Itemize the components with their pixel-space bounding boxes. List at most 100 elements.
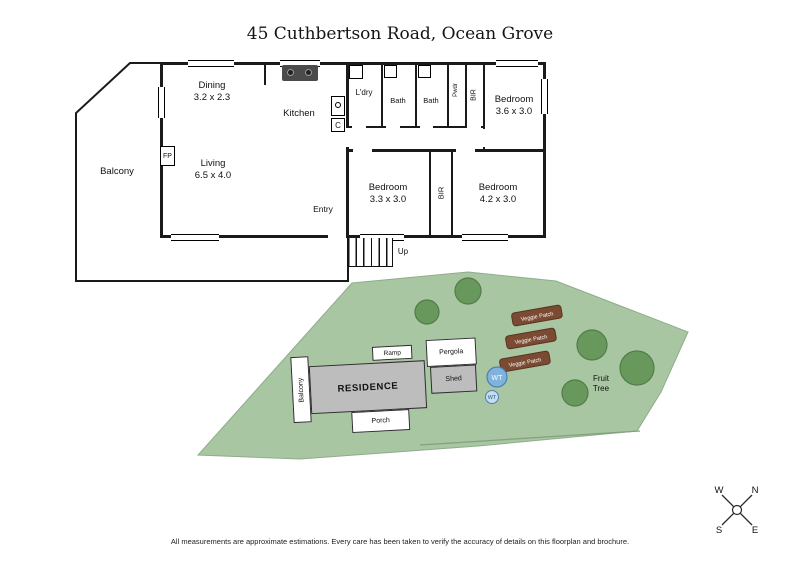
tree-icon bbox=[454, 277, 482, 305]
wall bbox=[346, 65, 349, 235]
water-tank-large-circle bbox=[486, 366, 508, 388]
veggie-patch-bed bbox=[499, 350, 551, 373]
fence-line bbox=[419, 430, 641, 446]
window bbox=[171, 234, 219, 241]
tree-icon bbox=[561, 379, 589, 407]
bedroom1-name: Bedroom bbox=[494, 94, 534, 105]
compass-hub bbox=[731, 504, 743, 516]
wall bbox=[451, 151, 453, 235]
compass-west: W bbox=[715, 485, 724, 496]
water-tank-large: WT bbox=[486, 366, 508, 388]
bedroom2-name: Bedroom bbox=[368, 182, 408, 193]
veggie-patch: Veggie Patch bbox=[505, 327, 557, 350]
dining-dims: 3.2 x 2.3 bbox=[193, 91, 231, 103]
stove-icon bbox=[282, 65, 318, 81]
cupboard-label: C bbox=[335, 120, 341, 130]
page-title: 45 Cuthbertson Road, Ocean Grove bbox=[246, 24, 554, 44]
site-pergola-label: Pergola bbox=[438, 348, 464, 357]
door-opening bbox=[352, 125, 366, 129]
site-porch: Porch bbox=[351, 409, 411, 434]
window bbox=[541, 79, 548, 114]
compass-south: S bbox=[716, 525, 722, 536]
sink-basin-icon bbox=[335, 102, 341, 108]
window bbox=[496, 60, 538, 67]
window bbox=[188, 60, 234, 67]
room-label-bedroom1: Bedroom 3.6 x 3.0 bbox=[495, 94, 534, 118]
shower-icon bbox=[418, 65, 431, 78]
site-porch-label: Porch bbox=[371, 417, 391, 426]
site-ramp: Ramp bbox=[371, 344, 413, 361]
wall bbox=[348, 126, 483, 128]
wall bbox=[381, 65, 383, 126]
stove-burner-icon bbox=[287, 69, 294, 76]
water-tank-small-circle bbox=[485, 390, 499, 404]
bedroom3-name: Bedroom bbox=[478, 182, 518, 193]
veggie-patch-bed bbox=[511, 304, 563, 327]
veggie-patch: Veggie Patch bbox=[511, 304, 563, 327]
site-residence-label: RESIDENCE bbox=[337, 380, 399, 395]
tree-icon bbox=[619, 350, 655, 386]
wall bbox=[429, 151, 431, 235]
room-label-living: Living 6.5 x 4.0 bbox=[195, 158, 231, 182]
compass: N W S E bbox=[715, 485, 759, 536]
site-shed-label: Shed bbox=[445, 375, 462, 384]
room-label-entry: Entry bbox=[313, 204, 333, 214]
veggie-patch-label: Veggie Patch bbox=[514, 334, 548, 346]
entry-door-opening bbox=[328, 234, 346, 242]
wall bbox=[465, 65, 467, 126]
room-label-laundry: L'dry bbox=[355, 88, 373, 97]
room-label-dining: Dining 3.2 x 2.3 bbox=[194, 80, 230, 104]
living-name: Living bbox=[200, 158, 226, 169]
wall bbox=[348, 149, 543, 152]
site-shed: Shed bbox=[429, 364, 478, 394]
door-opening bbox=[467, 125, 481, 129]
kitchen-sink-icon bbox=[331, 96, 345, 116]
veggie-patch-label: Veggie Patch bbox=[508, 357, 542, 369]
water-tank-small-label: WT bbox=[488, 395, 497, 401]
door-opening bbox=[420, 125, 433, 129]
room-label-powder: Pwdr bbox=[453, 83, 459, 97]
laundry-trough-icon bbox=[349, 65, 363, 79]
wall bbox=[483, 65, 485, 149]
disclaimer-text: All measurements are approximate estimat… bbox=[170, 537, 630, 546]
door-opening bbox=[456, 148, 475, 153]
fireplace-label: FP bbox=[163, 152, 172, 160]
door-opening bbox=[482, 129, 486, 147]
room-label-bir-top: BIR bbox=[470, 89, 478, 101]
compass-north: N bbox=[752, 485, 759, 496]
site-pergola: Pergola bbox=[425, 337, 477, 368]
veggie-patch-bed bbox=[505, 327, 557, 350]
stairs bbox=[347, 238, 393, 267]
fireplace-box: FP bbox=[160, 146, 175, 166]
site-ramp-label: Ramp bbox=[383, 348, 402, 357]
site-balcony-label: Balcony bbox=[296, 377, 306, 403]
tree-icon bbox=[414, 299, 440, 325]
door-opening bbox=[353, 148, 372, 153]
room-label-bir-hall: BIR bbox=[436, 186, 446, 200]
bedroom3-dims: 4.2 x 3.0 bbox=[479, 193, 517, 205]
bedroom2-dims: 3.3 x 3.0 bbox=[369, 193, 407, 205]
dining-name: Dining bbox=[198, 80, 226, 91]
veggie-patch-label: Veggie Patch bbox=[520, 311, 554, 323]
wall bbox=[415, 65, 417, 126]
room-label-bath-right: Bath bbox=[423, 96, 439, 105]
veggie-patch: Veggie Patch bbox=[499, 350, 551, 373]
window bbox=[462, 234, 508, 241]
water-tank-large-label: WT bbox=[492, 375, 504, 382]
door-opening bbox=[386, 125, 400, 129]
shower-icon bbox=[384, 65, 397, 78]
room-label-bath-left: Bath bbox=[390, 96, 406, 105]
room-label-kitchen: Kitchen bbox=[283, 108, 315, 119]
room-label-balcony: Balcony bbox=[100, 166, 134, 177]
room-label-bedroom2: Bedroom 3.3 x 3.0 bbox=[369, 182, 408, 206]
wall bbox=[447, 65, 449, 126]
stove-burner-icon bbox=[305, 69, 312, 76]
cupboard-box: C bbox=[331, 118, 345, 132]
living-dims: 6.5 x 4.0 bbox=[194, 169, 232, 181]
site-residence: RESIDENCE bbox=[308, 360, 428, 415]
door-opening bbox=[345, 128, 350, 147]
tree-icon bbox=[576, 329, 608, 361]
bedroom1-dims: 3.6 x 3.0 bbox=[495, 105, 533, 117]
compass-east: E bbox=[752, 525, 758, 536]
water-tank-small: WT bbox=[485, 390, 499, 404]
